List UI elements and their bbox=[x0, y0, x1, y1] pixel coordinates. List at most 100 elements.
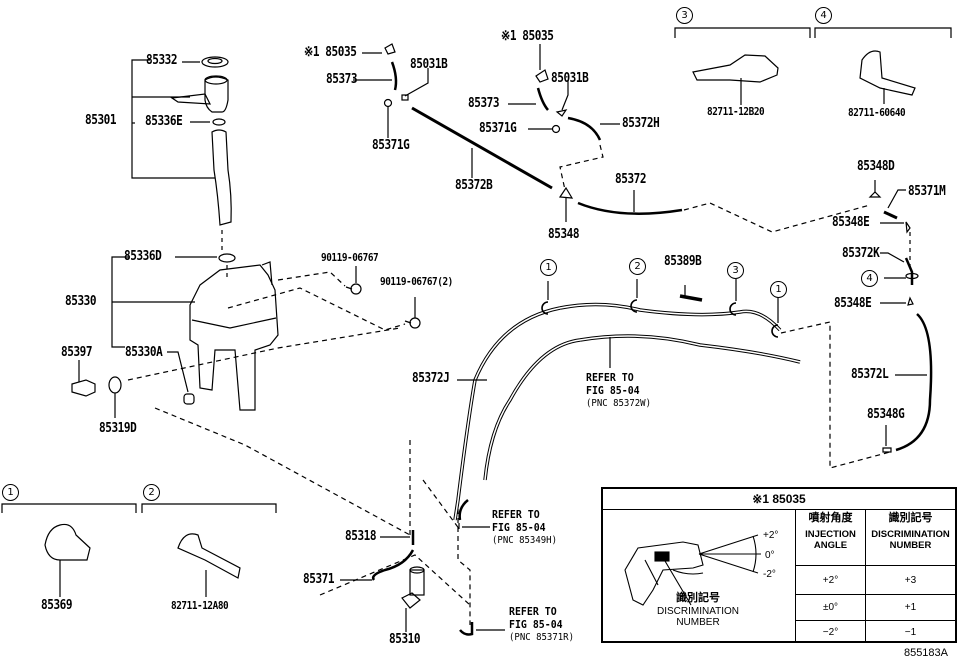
label-85371G-left[interactable]: 85371G bbox=[372, 138, 410, 153]
washer-tank-icon bbox=[189, 264, 279, 411]
label-85372H[interactable]: 85372H bbox=[622, 116, 660, 131]
label-85330A[interactable]: 85330A bbox=[125, 345, 163, 360]
label-85031B-right[interactable]: 85031B bbox=[551, 71, 589, 86]
label-85369[interactable]: 85369 bbox=[41, 598, 73, 613]
cap-85332-icon bbox=[201, 56, 229, 68]
reference-line2: FIG 85-04 bbox=[586, 384, 640, 397]
seal-85319D-icon bbox=[108, 376, 122, 394]
row-angle: ±0° bbox=[822, 602, 839, 613]
joint-85031B-icon bbox=[401, 94, 409, 101]
divider bbox=[796, 620, 955, 621]
callout-2-hose[interactable]: 2 bbox=[629, 258, 646, 275]
label-85319D[interactable]: 85319D bbox=[99, 421, 137, 436]
label-85348E-lower[interactable]: 85348E bbox=[834, 296, 872, 311]
divider bbox=[865, 509, 866, 641]
reference-85349H[interactable]: REFER TO FIG 85-04 (PNC 85349H) bbox=[492, 508, 557, 547]
angle-zero: 0° bbox=[765, 550, 775, 561]
label-90119-06767-2[interactable]: 90119-06767(2) bbox=[380, 275, 453, 288]
reference-line2: FIG 85-04 bbox=[509, 618, 563, 631]
clip-82711-12A80-icon bbox=[177, 533, 241, 579]
reference-line2: FIG 85-04 bbox=[492, 521, 546, 534]
reference-pnc: (PNC 85349H) bbox=[492, 535, 558, 546]
callout-4[interactable]: 4 bbox=[815, 7, 832, 24]
col-header-jp-angle: 噴射角度 bbox=[808, 512, 853, 524]
figure-code: 855183A bbox=[903, 647, 948, 659]
label-85372B[interactable]: 85372B bbox=[455, 178, 493, 193]
reference-pnc: (PNC 85371R) bbox=[509, 632, 575, 643]
reference-line1: REFER TO bbox=[509, 605, 557, 618]
level-sensor-85397-icon bbox=[71, 379, 96, 397]
angle-plus2: +2° bbox=[763, 530, 778, 541]
label-85372L[interactable]: 85372L bbox=[851, 367, 889, 382]
callout-4-hose[interactable]: 4 bbox=[861, 270, 878, 287]
sketch-label-en: DISCRIMINATION NUMBER bbox=[656, 606, 740, 628]
callout-3[interactable]: 3 bbox=[676, 7, 693, 24]
label-85371M[interactable]: 85371M bbox=[908, 184, 946, 199]
label-90119-06767[interactable]: 90119-06767 bbox=[321, 251, 379, 264]
label-85336E[interactable]: 85336E bbox=[145, 114, 183, 129]
reference-line1: REFER TO bbox=[586, 371, 634, 384]
grommet-85330A-icon bbox=[183, 393, 195, 405]
divider bbox=[795, 509, 796, 641]
callout-1-hose-end[interactable]: 1 bbox=[770, 281, 787, 298]
reference-85372W[interactable]: REFER TO FIG 85-04 (PNC 85372W) bbox=[586, 371, 651, 410]
sketch-label-jp: 識別記号 bbox=[676, 592, 720, 604]
table-title: ※1 85035 bbox=[603, 489, 955, 510]
label-85371G-right[interactable]: 85371G bbox=[479, 121, 517, 136]
check-valve-icon bbox=[383, 98, 393, 108]
callout-3-hose[interactable]: 3 bbox=[727, 262, 744, 279]
clip-82711-12B20-icon bbox=[692, 54, 779, 83]
label-85371[interactable]: 85371 bbox=[303, 572, 335, 587]
reference-85371R[interactable]: REFER TO FIG 85-04 (PNC 85371R) bbox=[509, 605, 574, 644]
callout-2[interactable]: 2 bbox=[143, 484, 160, 501]
filler-pipe-icon bbox=[211, 129, 232, 226]
label-85348[interactable]: 85348 bbox=[548, 227, 580, 242]
label-85372[interactable]: 85372 bbox=[615, 172, 647, 187]
label-85301[interactable]: 85301 bbox=[85, 113, 117, 128]
check-valve-icon bbox=[551, 124, 561, 134]
label-85330[interactable]: 85330 bbox=[65, 294, 97, 309]
row-number: −1 bbox=[904, 627, 917, 638]
bracket-85301 bbox=[131, 59, 215, 179]
label-82711-60640[interactable]: 82711-60640 bbox=[848, 106, 906, 119]
label-85348E-upper[interactable]: 85348E bbox=[832, 215, 870, 230]
label-85336D[interactable]: 85336D bbox=[124, 249, 162, 264]
injection-angle-table: ※1 85035 +2° 0° -2° 識別記号 DISCRIMINATION … bbox=[601, 487, 957, 643]
label-85318[interactable]: 85318 bbox=[345, 529, 377, 544]
label-85389B[interactable]: 85389B bbox=[664, 254, 702, 269]
label-82711-12A80[interactable]: 82711-12A80 bbox=[171, 599, 229, 612]
label-85332[interactable]: 85332 bbox=[146, 53, 178, 68]
label-85310[interactable]: 85310 bbox=[389, 632, 421, 647]
label-85348D[interactable]: 85348D bbox=[857, 159, 895, 174]
callout-1[interactable]: 1 bbox=[2, 484, 19, 501]
label-85397[interactable]: 85397 bbox=[61, 345, 93, 360]
grommet-85336D-icon bbox=[218, 253, 236, 263]
callout-1-hose[interactable]: 1 bbox=[540, 259, 557, 276]
label-85348G[interactable]: 85348G bbox=[867, 407, 905, 422]
col-header-en-angle: INJECTION ANGLE bbox=[805, 529, 856, 551]
nozzle-sketch: +2° 0° -2° bbox=[624, 530, 778, 606]
label-85035-right[interactable]: ※1 85035 bbox=[501, 29, 554, 44]
nozzle-85035-icon bbox=[535, 69, 549, 83]
label-85372J[interactable]: 85372J bbox=[412, 371, 450, 386]
label-85031B-left[interactable]: 85031B bbox=[410, 57, 448, 72]
col-header-jp-number: 識別記号 bbox=[888, 512, 933, 524]
reference-pnc: (PNC 85372W) bbox=[586, 398, 652, 409]
angle-minus2: -2° bbox=[763, 569, 776, 580]
bolt-icon bbox=[350, 283, 362, 295]
row-angle: −2° bbox=[822, 627, 839, 638]
filler-neck-icon bbox=[204, 76, 229, 113]
row-angle: +2° bbox=[822, 575, 839, 586]
clip-85369-icon bbox=[44, 523, 91, 561]
label-82711-12B20[interactable]: 82711-12B20 bbox=[707, 105, 765, 118]
label-85373-left[interactable]: 85373 bbox=[326, 72, 358, 87]
label-85373-right[interactable]: 85373 bbox=[468, 96, 500, 111]
label-85372K[interactable]: 85372K bbox=[842, 246, 880, 261]
reference-line1: REFER TO bbox=[492, 508, 540, 521]
label-85035-left[interactable]: ※1 85035 bbox=[304, 45, 357, 60]
row-number: +1 bbox=[904, 602, 917, 613]
clip-82711-60640-icon bbox=[859, 50, 916, 96]
joint-85348-icon bbox=[558, 186, 574, 199]
